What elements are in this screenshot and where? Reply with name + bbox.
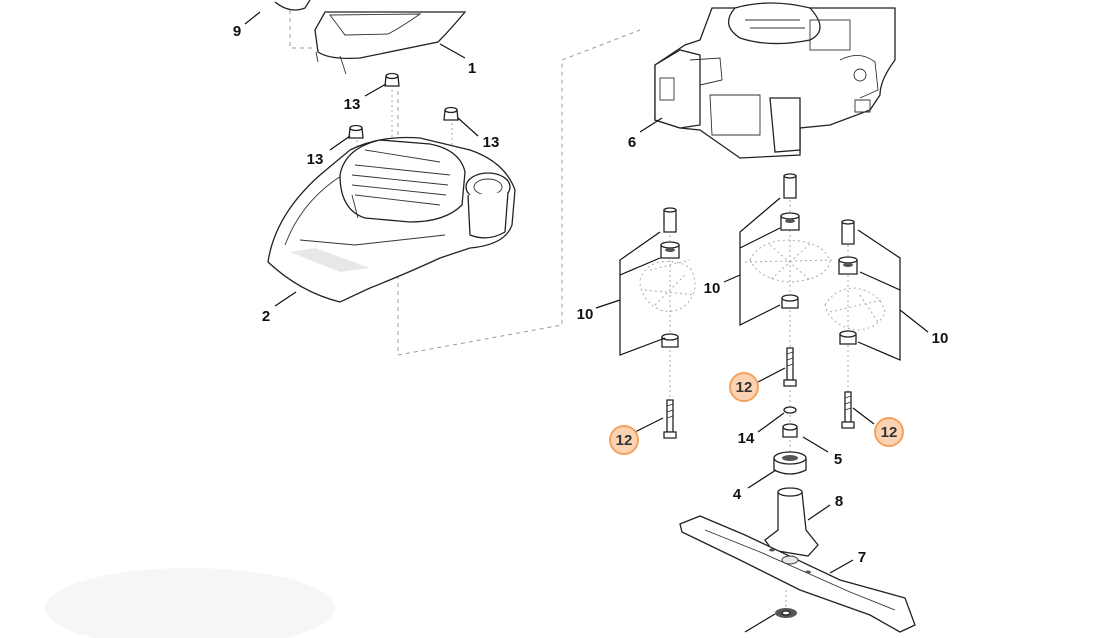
nut-13-c xyxy=(348,124,364,139)
callout-5: 5 xyxy=(834,451,842,468)
callout-4: 4 xyxy=(733,486,742,503)
part-8-blade-adapter xyxy=(764,487,819,557)
part-9-cover-fragment xyxy=(274,0,311,11)
callout-12-left: 12 xyxy=(616,432,633,449)
callout-12-right-circle xyxy=(874,417,904,447)
callout-6: 6 xyxy=(628,134,636,151)
callout-12-middle: 12 xyxy=(736,379,753,396)
bottom-washer xyxy=(775,608,797,618)
callout-9: 9 xyxy=(233,23,241,40)
bolt-12-left xyxy=(663,399,677,439)
callout-13-top: 13 xyxy=(344,96,361,113)
background-shadow xyxy=(45,568,335,638)
part-4-bearing xyxy=(773,451,807,475)
leader-lines xyxy=(244,11,929,633)
callout-10-right: 10 xyxy=(932,330,949,347)
nut-13-a xyxy=(384,72,400,87)
part-6-engine xyxy=(654,2,896,159)
bolt-12-middle xyxy=(783,347,797,387)
bolt-12-right xyxy=(841,391,855,429)
callout-8: 8 xyxy=(835,493,843,510)
part-1-top-cover xyxy=(314,11,467,75)
callout-7: 7 xyxy=(858,549,866,566)
callout-13-right: 13 xyxy=(483,134,500,151)
part-7-blade xyxy=(679,515,916,633)
part-14-washer xyxy=(783,406,797,414)
nut-13-b xyxy=(443,106,459,121)
callout-2: 2 xyxy=(262,308,270,325)
part-13-nuts xyxy=(348,72,459,139)
part-2-housing xyxy=(267,136,516,303)
part-5-bushing xyxy=(782,423,798,438)
callout-12-right: 12 xyxy=(881,424,898,441)
part-10-assembly-middle xyxy=(739,173,836,326)
housing-grille xyxy=(351,149,451,206)
callout-labels: 9 1 13 13 13 2 6 10 10 10 12 12 12 14 5 … xyxy=(233,23,949,566)
callout-12-left-circle xyxy=(609,425,639,455)
callout-1: 1 xyxy=(468,60,476,77)
part-12-bolts xyxy=(663,347,855,439)
part-10-assembly-left xyxy=(619,207,696,356)
callout-10-middle: 10 xyxy=(704,280,721,297)
callout-10-left: 10 xyxy=(577,306,594,323)
callout-13-left: 13 xyxy=(307,151,324,168)
part-10-assembly-right xyxy=(824,219,901,361)
callout-14: 14 xyxy=(738,430,755,447)
callout-12-middle-circle xyxy=(729,372,759,402)
highlight-circles xyxy=(609,372,904,455)
